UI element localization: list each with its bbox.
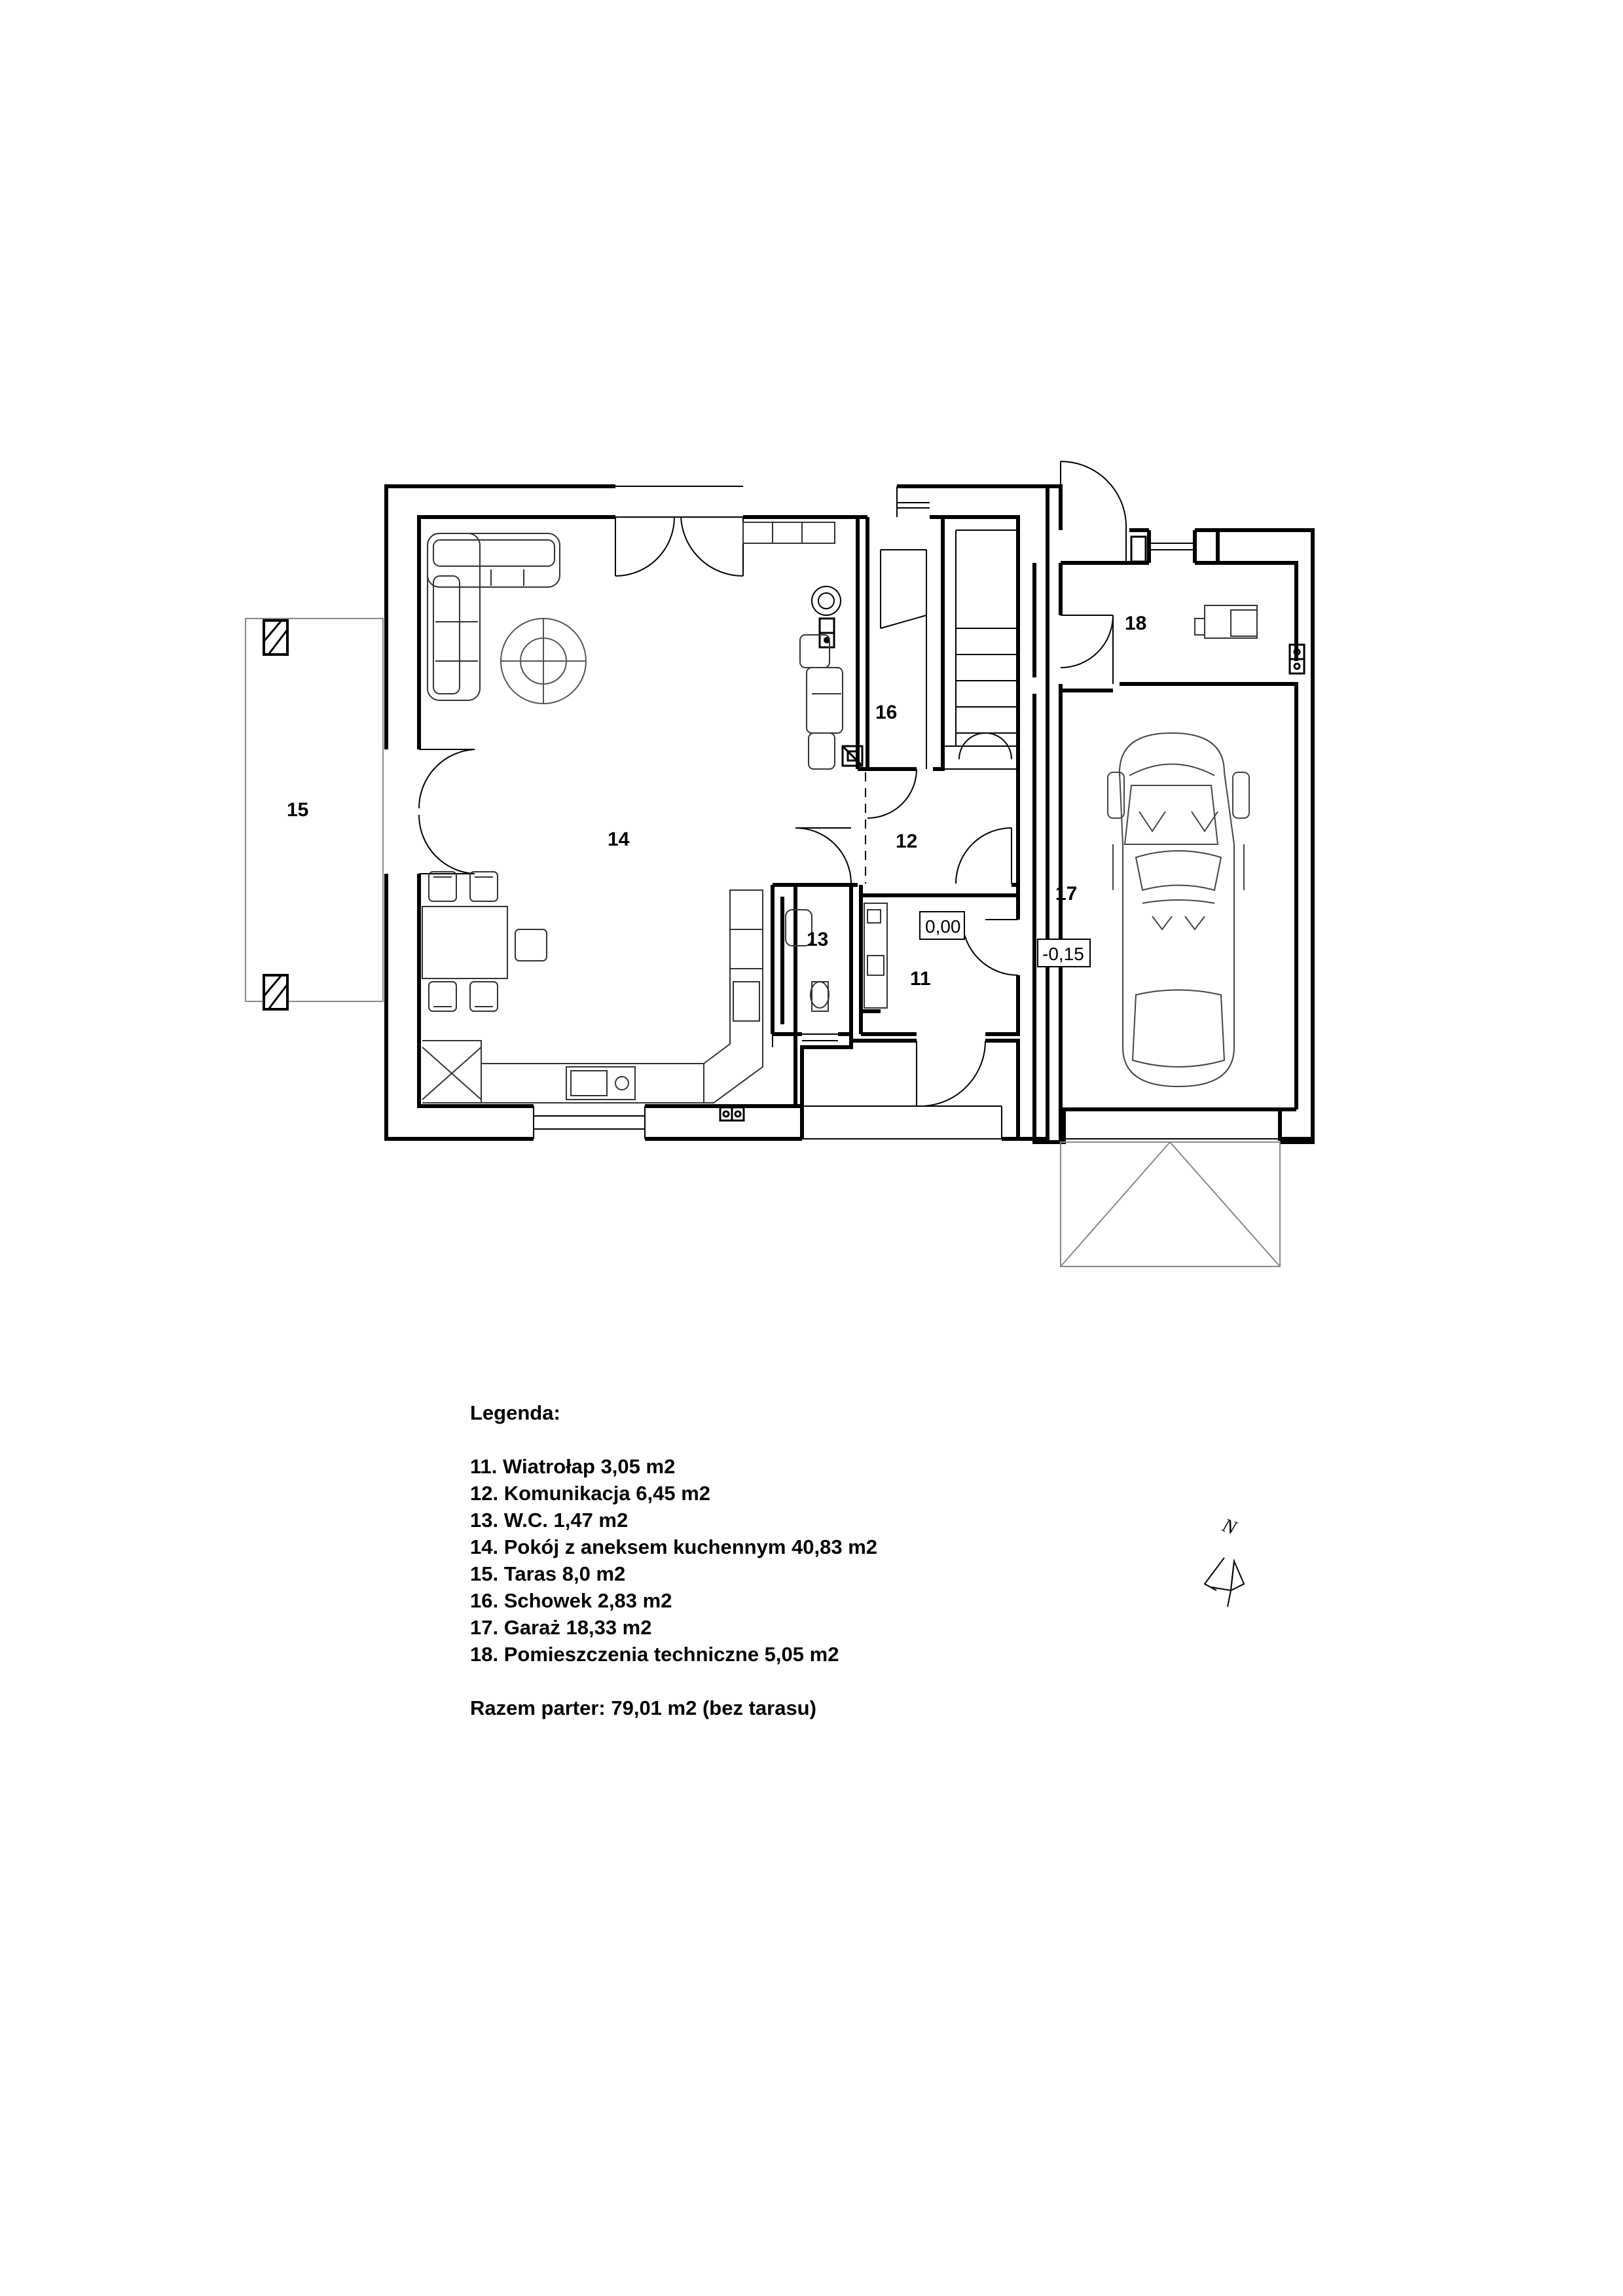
boiler xyxy=(1194,605,1258,639)
coffee-table xyxy=(500,618,587,704)
kitchen-sink xyxy=(566,1066,636,1100)
dining-table xyxy=(422,906,508,979)
room-label-12: 12 xyxy=(896,831,917,852)
doors xyxy=(418,460,1127,1107)
legend-item-17: 17. Garaż 18,33 m2 xyxy=(470,1616,652,1639)
compass-label: N xyxy=(1219,1514,1241,1539)
shelves-top xyxy=(742,522,835,544)
north-arrow-icon xyxy=(1203,1557,1245,1607)
driveway xyxy=(1060,1141,1281,1267)
chimney-square xyxy=(841,745,864,767)
room-label-15: 15 xyxy=(287,799,308,821)
legend-item-15: 15. Taras 8,0 m2 xyxy=(470,1562,626,1585)
wardrobe xyxy=(864,903,888,1009)
level-box-entry xyxy=(919,911,965,940)
garage-walls xyxy=(1032,528,1315,1144)
dining-chairs xyxy=(428,871,547,1012)
room-label-17: 17 xyxy=(1055,883,1077,905)
room-label-13: 13 xyxy=(807,929,828,950)
legend-total: Razem parter: 79,01 m2 (bez tarasu) xyxy=(470,1696,816,1719)
room-label-16: 16 xyxy=(875,702,897,723)
wc-fixtures xyxy=(785,909,830,1012)
windows xyxy=(533,486,1280,1139)
car xyxy=(1107,732,1250,1088)
terrace-pillar-bottom xyxy=(263,974,289,1011)
legend-item-18: 18. Pomieszczenia techniczne 5,05 m2 xyxy=(470,1643,839,1666)
legend-item-16: 16. Schowek 2,83 m2 xyxy=(470,1589,672,1612)
armchairs-right xyxy=(799,634,843,770)
fireplace xyxy=(811,586,841,649)
legend-item-13: 13. W.C. 1,47 m2 xyxy=(470,1509,629,1532)
stairs xyxy=(880,529,1018,770)
legend-item-14: 14. Pokój z aneksem kuchennym 40,83 m2 xyxy=(470,1535,878,1558)
level-box-garage xyxy=(1037,939,1091,967)
chimney-vents-bottom xyxy=(719,1106,745,1122)
room-label-18: 18 xyxy=(1125,613,1146,634)
terrace-pillar-top xyxy=(263,619,289,656)
room-label-14: 14 xyxy=(608,829,630,850)
legend-item-11: 11. Wiatrołap 3,05 m2 xyxy=(470,1455,676,1478)
kitchen-counter xyxy=(422,889,763,1103)
level-label-entry: 0,00 xyxy=(925,916,961,937)
legend-title: Legenda: xyxy=(470,1401,560,1424)
terrace xyxy=(245,618,384,1002)
walls xyxy=(384,484,1315,1144)
room-label-11: 11 xyxy=(910,968,931,990)
legend: Legenda: 11. Wiatrołap 3,05 m2 12. Komun… xyxy=(470,1399,877,1721)
tech-vents xyxy=(1130,535,1305,675)
sofa xyxy=(427,533,560,701)
legend-item-12: 12. Komunikacja 6,45 m2 xyxy=(470,1482,711,1505)
level-label-garage: -0,15 xyxy=(1042,944,1084,964)
